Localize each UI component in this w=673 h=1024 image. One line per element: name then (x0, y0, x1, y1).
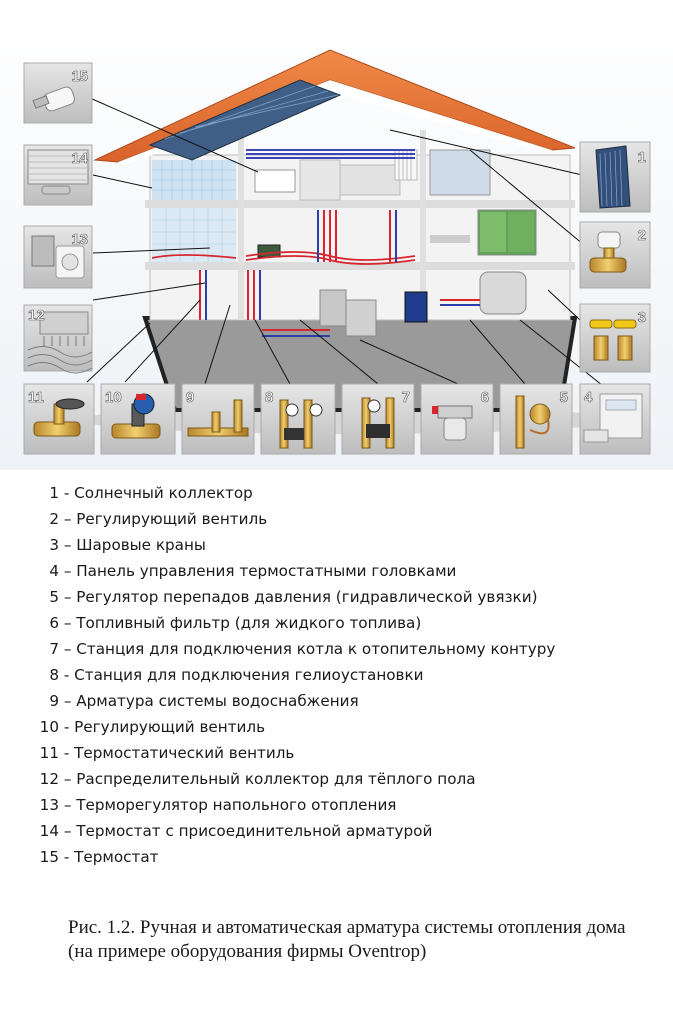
legend-list: 1 - Солнечный коллектор 2 – Регулирующий… (33, 480, 556, 870)
figure-caption: Рис. 1.2. Ручная и автоматическая армату… (68, 917, 626, 962)
tile-11-thermostatic-valve: 11 (23, 383, 95, 455)
fuel-filter-icon (432, 405, 473, 441)
legend-item: 9 – Арматура системы водоснабжения (49, 692, 359, 710)
pump-station-icon (279, 399, 323, 449)
legend-item: 2 – Регулирующий вентиль (49, 510, 268, 528)
tile-15-number: 15 (71, 68, 88, 85)
tile-12-number: 12 (28, 307, 45, 324)
tile-3-number: 3 (638, 309, 646, 326)
tile-11-number: 11 (28, 389, 44, 406)
tile-9-water-supply-fittings: 9 (181, 383, 255, 455)
legend-item: 1 - Солнечный коллектор (49, 484, 253, 502)
valve-icon (33, 398, 85, 437)
legend-item: 15 - Термостат (39, 848, 159, 866)
tile-5-pressure-regulator: 5 (499, 383, 573, 455)
roof-solar-collector (148, 79, 342, 161)
pipe-fittings-icon (187, 399, 249, 437)
tile-15-thermostat: 15 (23, 62, 93, 124)
tile-10-regulating-valve: 10 (100, 383, 176, 455)
control-panel-icon (583, 393, 643, 443)
tile-1-solar-collector: 1 (579, 141, 651, 213)
legend-item: 12 – Распределительный коллектор для тёп… (39, 770, 476, 788)
tile-2-number: 2 (638, 227, 646, 244)
balancing-valve-icon (111, 393, 161, 439)
tile-10-number: 10 (105, 389, 122, 406)
legend-item: 13 – Терморегулятор напольного отопления (39, 796, 397, 814)
tile-8-solar-station: 8 (260, 383, 336, 455)
tile-6-number: 6 (481, 389, 489, 406)
tile-3-ball-valves: 3 (579, 303, 651, 373)
tile-2-regulating-valve: 2 (579, 221, 651, 289)
tile-13-number: 13 (71, 231, 88, 248)
radiator-icon (27, 149, 89, 195)
solar-panel-icon (595, 145, 631, 209)
house-roof (93, 49, 576, 165)
legend-item: 7 – Станция для подключения котла к отоп… (49, 640, 556, 658)
ball-valve-icon (589, 319, 637, 361)
tile-4-number: 4 (584, 389, 593, 406)
tile-6-fuel-filter: 6 (420, 383, 494, 455)
legend-item: 6 – Топливный фильтр (для жидкого топлив… (49, 614, 422, 632)
legend-item: 11 - Термостатический вентиль (39, 744, 295, 762)
legend-item: 10 - Регулирующий вентиль (39, 718, 266, 736)
legend-item: 3 – Шаровые краны (49, 536, 206, 554)
tile-8-number: 8 (265, 389, 273, 406)
regulating-valve-icon (589, 231, 627, 273)
tile-13-floor-thermoregulator: 13 (23, 225, 93, 289)
tile-7-boiler-station: 7 (341, 383, 415, 455)
wall-thermoregulator-icon (31, 235, 85, 279)
leader-lines (86, 97, 603, 386)
tile-7-number: 7 (402, 389, 410, 406)
legend-item: 8 - Станция для подключения гелиоустанов… (49, 666, 424, 684)
tile-9-number: 9 (186, 389, 194, 406)
tile-14-thermostat-fittings: 14 (23, 144, 93, 206)
legend-item: 14 – Термостат с присоединительной армат… (39, 822, 433, 840)
tile-4-control-panel: 4 (579, 383, 651, 455)
thermostat-head-icon (32, 86, 75, 112)
legend-item: 5 – Регулятор перепадов давления (гидрав… (49, 588, 538, 606)
legend-item: 4 – Панель управления термостатными голо… (49, 562, 457, 580)
tile-14-number: 14 (71, 150, 88, 167)
pressure-regulator-icon (515, 395, 551, 449)
boiler-pump-icon (361, 397, 395, 449)
tile-1-number: 1 (638, 149, 646, 166)
tile-12-floor-manifold: 12 (23, 304, 93, 374)
house-heating-diagram: 15 14 13 12 (0, 0, 673, 470)
manifold-icon (27, 311, 93, 374)
tile-5-number: 5 (560, 389, 568, 406)
